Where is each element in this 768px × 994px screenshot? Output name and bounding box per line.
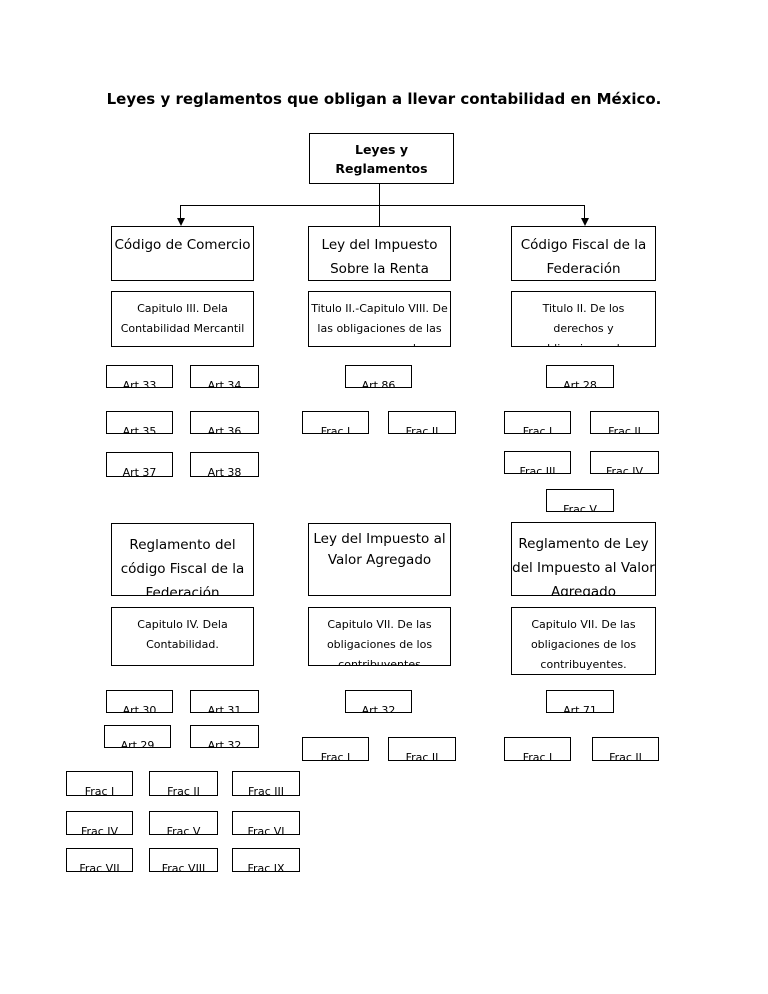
chapter-iva: Capitulo VII. De las obligaciones de los… <box>308 607 451 666</box>
frac-box: Frac I <box>302 737 369 761</box>
art-box: Art 33 <box>106 365 173 388</box>
frac-box: Frac I <box>302 411 369 434</box>
art-box: Art 32 <box>190 725 259 748</box>
art-box: Art 30 <box>106 690 173 713</box>
frac-box: Frac III <box>504 451 571 474</box>
art-box: Art 37 <box>106 452 173 477</box>
frac-box: Frac II <box>149 771 218 796</box>
law-codigo-comercio: Código de Comercio <box>111 226 254 281</box>
frac-box: Frac VI <box>232 811 300 835</box>
frac-box: Frac II <box>592 737 659 761</box>
arrow-down-icon <box>177 218 185 226</box>
frac-box: Frac III <box>232 771 300 796</box>
law-iva: Ley del Impuesto al Valor Agregado <box>308 523 451 596</box>
law-rcff: Reglamento del código Fiscal de la Feder… <box>111 523 254 596</box>
art-box: Art 32 <box>345 690 412 713</box>
frac-box: Frac II <box>388 411 456 434</box>
law-isr: Ley del Impuesto Sobre la Renta <box>308 226 451 281</box>
frac-box: Frac V <box>546 489 614 512</box>
art-box: Art 36 <box>190 411 259 434</box>
art-box: Art 35 <box>106 411 173 434</box>
frac-box: Frac IV <box>590 451 659 474</box>
frac-box: Frac I <box>504 411 571 434</box>
chapter-codigo-comercio: Capitulo III. Dela Contabilidad Mercanti… <box>111 291 254 347</box>
connector <box>584 205 585 219</box>
connector <box>379 183 380 226</box>
arrow-down-icon <box>581 218 589 226</box>
frac-box: Frac I <box>66 771 133 796</box>
frac-box: Frac II <box>388 737 456 761</box>
frac-box: Frac IX <box>232 848 300 872</box>
frac-box: Frac IV <box>66 811 133 835</box>
frac-box: Frac VIII <box>149 848 218 872</box>
art-box: Art 38 <box>190 452 259 477</box>
connector <box>180 205 585 206</box>
law-riva: Reglamento de Ley del Impuesto al Valor … <box>511 522 656 596</box>
art-box: Art 31 <box>190 690 259 713</box>
art-box: Art 86 <box>345 365 412 388</box>
connector <box>180 205 181 219</box>
root-node: Leyes y Reglamentos <box>309 133 454 184</box>
frac-box: Frac VII <box>66 848 133 872</box>
chapter-riva: Capitulo VII. De las obligaciones de los… <box>511 607 656 675</box>
chapter-isr: Titulo II.-Capitulo VIII. De las obligac… <box>308 291 451 347</box>
art-box: Art 34 <box>190 365 259 388</box>
chapter-cff: Titulo II. De los derechos y obligacione… <box>511 291 656 347</box>
page-title: Leyes y reglamentos que obligan a llevar… <box>106 90 662 108</box>
frac-box: Frac V <box>149 811 218 835</box>
law-cff: Código Fiscal de la Federación <box>511 226 656 281</box>
art-box: Art 28 <box>546 365 614 388</box>
frac-box: Frac I <box>504 737 571 761</box>
frac-box: Frac II <box>590 411 659 434</box>
chapter-rcff: Capitulo IV. Dela Contabilidad. <box>111 607 254 666</box>
art-box: Art 71 <box>546 690 614 713</box>
art-box: Art 29 <box>104 725 171 748</box>
